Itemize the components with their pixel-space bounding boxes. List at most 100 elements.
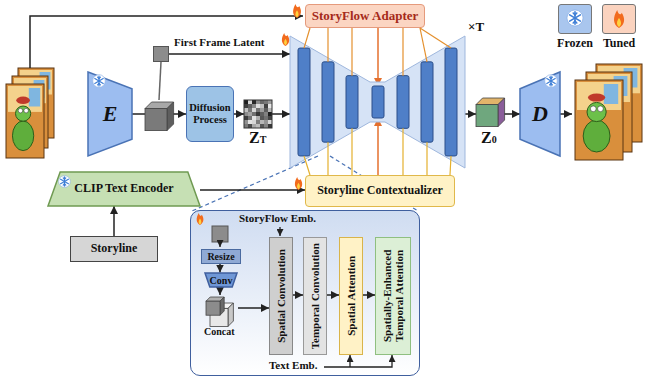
legend-label: Frozen — [553, 36, 597, 51]
output-frames — [575, 64, 642, 160]
latent-square-label: First Frame Latent — [174, 36, 264, 48]
noise-latent-shape-part — [244, 104, 248, 108]
noise-latent-shape-part — [244, 116, 248, 120]
noise-latent-shape-part — [248, 116, 252, 120]
frozen-icon — [59, 176, 71, 188]
noise-latent-shape-part — [256, 112, 260, 116]
input-frames-part — [6, 84, 44, 158]
noise-latent-shape-part — [256, 108, 260, 112]
layer-box: Spatially-Enhanced Temporal Attention — [375, 237, 411, 355]
layer-box: Spatial Convolution — [269, 237, 293, 355]
adapter-injection-line — [351, 28, 352, 76]
output-arrow — [560, 113, 572, 115]
noise-latent-shape-part — [264, 104, 268, 108]
noise-latent-shape-part — [260, 112, 264, 116]
frozen-icon — [93, 75, 106, 88]
zoom-line — [192, 156, 318, 211]
noise-latent-shape-part — [256, 116, 260, 120]
noise-latent-shape-part — [256, 100, 260, 104]
frames-to-adapter-arrow — [30, 16, 303, 68]
adapter-injection-line — [420, 28, 451, 48]
unet-block-shape — [290, 36, 465, 168]
noise-latent-shape-part — [252, 120, 256, 124]
noise-latent-shape-part — [268, 116, 272, 120]
panel-ground — [190, 210, 420, 376]
contextualizer-box-label: Storyline Contextualizer — [317, 184, 443, 197]
flow-arrow — [327, 294, 339, 296]
encoder-trapezoid-label: E — [103, 102, 118, 126]
text-encoder-shape-part — [48, 172, 200, 206]
flow-arrow — [504, 113, 520, 115]
noise-latent-shape-part — [264, 120, 268, 124]
noise-latent-shape-part — [268, 100, 272, 104]
layer-box-label: Spatial Convolution — [275, 249, 287, 343]
context-injection-line — [304, 156, 310, 175]
noise-latent-shape-part — [260, 124, 264, 128]
layer-box-label: Temporal Convolution — [309, 243, 321, 349]
noise-latent-shape-part — [264, 116, 268, 120]
tuned-icon — [282, 33, 289, 46]
context-injection-line — [450, 156, 451, 175]
noise-latent-shape-part — [256, 120, 260, 124]
layer-box: Temporal Convolution — [303, 237, 327, 355]
context-injection-line — [351, 128, 352, 175]
noise-latent-shape-part — [264, 100, 268, 104]
conv-trapezoid: Conv — [205, 273, 237, 288]
clean-latent-shape — [476, 100, 504, 128]
unet-layer-bar — [346, 76, 358, 129]
contextualizer-box: Storyline Contextualizer — [305, 175, 455, 207]
cube-face — [145, 109, 167, 131]
noise-latent-shape-part — [264, 124, 268, 128]
unet-layer-bar — [445, 48, 457, 156]
text-encoder-label: CLIP Text Encoder — [74, 182, 173, 195]
concat-cubes-label: Concat — [204, 326, 235, 337]
noise-latent-shape-part — [244, 112, 248, 116]
resize-box: Resize — [201, 249, 241, 264]
noise-latent-shape-part — [248, 124, 252, 128]
flow-arrow — [219, 288, 221, 296]
noise-latent-shape-part — [268, 120, 272, 124]
noise-latent-shape-part — [252, 104, 256, 108]
latent-square: First Frame Latent — [153, 46, 169, 62]
tuned-icon — [293, 4, 301, 18]
process-box-label: Diffusion Process — [189, 102, 231, 125]
noise-latent-shape-part — [244, 124, 248, 128]
adapter-box: StoryFlow Adapter — [305, 4, 425, 28]
conv-trapezoid-label: Conv — [210, 275, 233, 286]
output-frames-part — [583, 120, 610, 152]
input-frames-part — [16, 97, 30, 104]
decoder-trapezoid-shape-part — [520, 72, 560, 156]
unet-block-shape-part — [290, 36, 465, 168]
noise-latent-shape-part — [260, 104, 264, 108]
input-frames-part — [16, 106, 31, 121]
adapter-injection-line — [327, 28, 328, 62]
context-injection-line — [402, 128, 403, 175]
noise-latent-shape-part — [264, 108, 268, 112]
unet-layer-bar — [397, 76, 409, 129]
adapter-injection-line — [420, 28, 427, 62]
detail-panel-label: Text Emb. — [269, 359, 318, 371]
clean-latent: Z0 — [476, 100, 504, 128]
frozen-icon — [567, 10, 583, 26]
flow-arrow — [363, 294, 375, 296]
noise-latent-label: ZT — [249, 129, 266, 147]
noise-latent-shape-part — [268, 104, 272, 108]
tuned-icon — [197, 213, 204, 225]
tuned-icon — [614, 10, 624, 28]
flow-arrow — [272, 113, 290, 115]
process-box: Diffusion Process — [186, 86, 234, 142]
unet-layer-bar — [298, 48, 310, 156]
noise-latent-shape-part — [268, 112, 272, 116]
storyflow-emb-arrow — [279, 227, 280, 236]
flow-arrow — [377, 28, 379, 86]
noise-latent-shape-part — [244, 100, 272, 128]
flow-arrow — [377, 118, 379, 175]
input-frames-part — [29, 88, 40, 107]
noise-latent-shape-part — [252, 112, 256, 116]
noise-latent-shape-part — [248, 108, 252, 112]
unet-layer-bar — [421, 62, 433, 142]
text-emb-arrow — [349, 355, 350, 367]
adapter-injection-line — [402, 28, 403, 76]
